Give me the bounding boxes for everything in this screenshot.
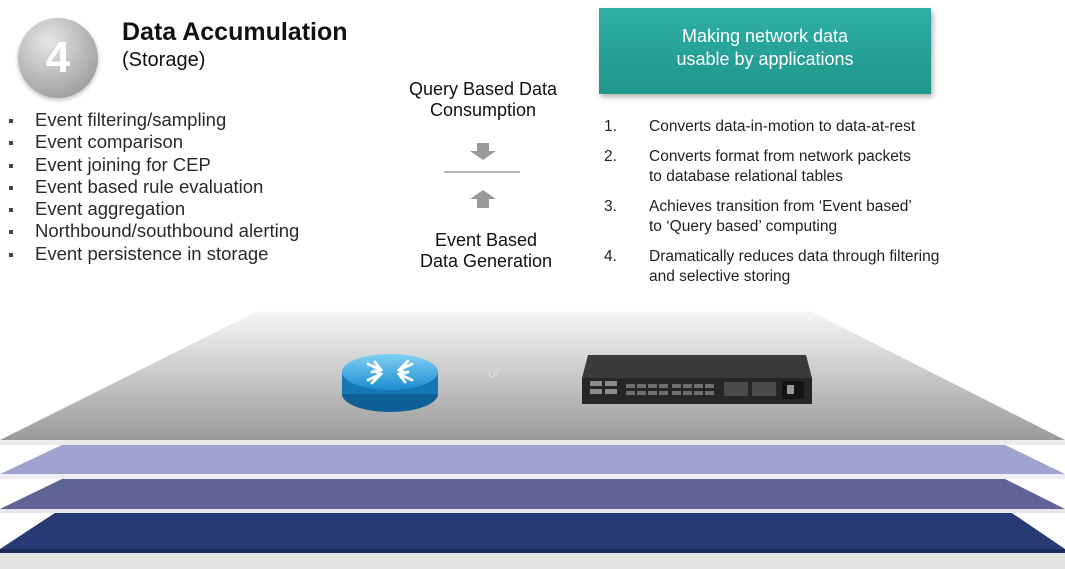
banner-text-line: usable by applications [676,49,854,69]
layer-top-platform [0,311,1065,440]
query-consumption-label: Query Based Data Consumption [408,79,558,120]
bullet-item: Event aggregation [8,198,299,220]
layer-navy [0,507,1065,549]
device-separator-label: or [488,364,501,380]
bullet-marker [9,163,13,168]
section-subtitle: (Storage) [122,49,206,71]
bullet-item: Event filtering/sampling [8,109,299,131]
layer-top-edge [0,440,1065,445]
benefit-number: 3. [604,198,617,215]
benefit-item: 1. Converts data-in-motion to data-at-re… [604,118,916,135]
benefit-number: 2. [604,148,617,165]
arrow-up-icon [470,190,496,208]
step-number: 4 [45,33,71,82]
network-switch-icon [582,355,812,404]
banner-text-line: Making network data [681,26,849,46]
benefit-number: 4. [604,248,617,265]
bullet-item: Event based rule evaluation [8,176,299,198]
layer-navy-shadow [0,553,1065,569]
bullet-marker [9,252,13,257]
benefit-item: 3. Achieves transition from ‘Event based… [604,198,912,235]
router-icon [342,354,438,412]
event-generation-label: Event Based Data Generation [419,230,553,271]
flow-diagram [444,143,520,208]
benefit-number: 1. [604,118,617,135]
step-badge [18,18,98,98]
benefit-list: 1. Converts data-in-motion to data-at-re… [604,117,1044,297]
bullet-marker [9,185,13,190]
bullet-item: Event joining for CEP [8,154,299,176]
bullet-item: Event comparison [8,131,299,153]
layer-lavender [0,444,1065,474]
layer-navy-edge [0,549,1065,553]
value-banner [599,8,931,94]
layer-lavender-edge [0,474,1065,479]
section-title: Data Accumulation [122,18,348,46]
bullet-item: Event persistence in storage [8,243,299,265]
bullet-marker [9,119,13,123]
arrow-down-icon [470,143,496,160]
bullet-marker [9,208,13,213]
bullet-marker [9,230,13,235]
layer-slate-edge [0,509,1065,513]
benefit-item: 4. Dramatically reduces data through fil… [604,248,940,285]
bullet-item: Northbound/southbound alerting [8,220,299,242]
feature-bullet-list: Event filtering/sampling Event compariso… [8,109,299,265]
layer-slate [0,478,1065,509]
bullet-marker [9,141,13,146]
